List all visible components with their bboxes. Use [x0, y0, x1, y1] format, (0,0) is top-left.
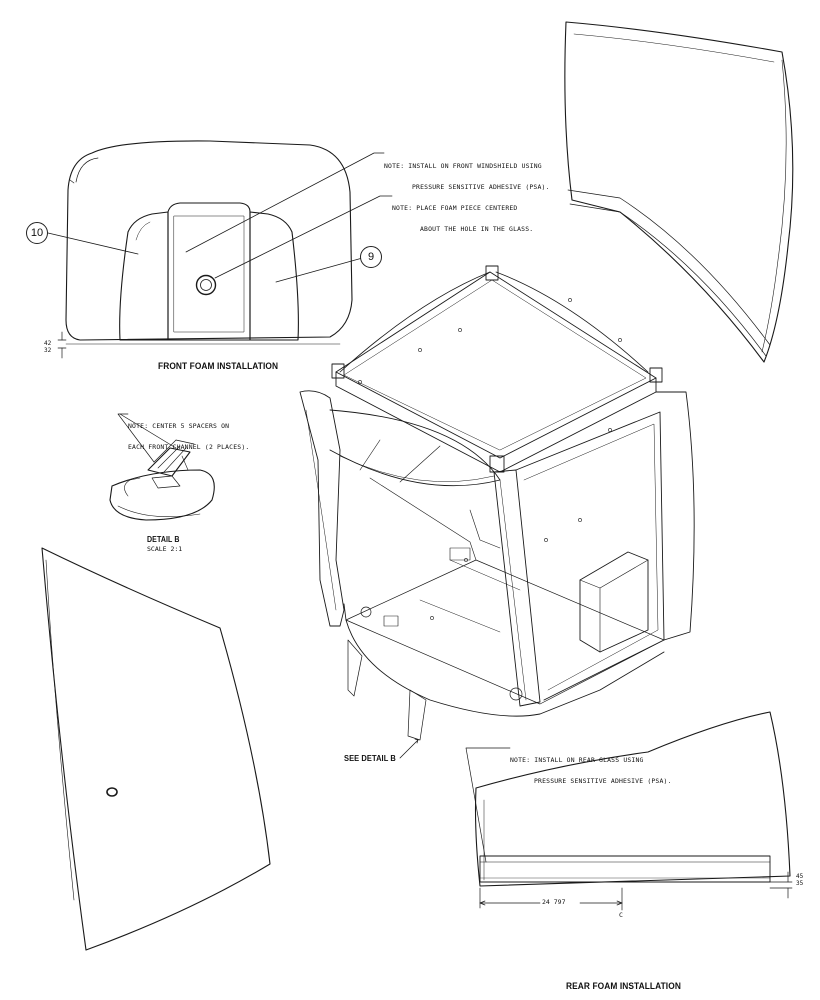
- front-foam-leaders: [47, 152, 393, 283]
- rear-dim-bottom: 35: [796, 880, 804, 887]
- rear-glass-bottom: [474, 711, 791, 887]
- rear-glass-top: [564, 21, 794, 363]
- front-foam-center-piece: [167, 202, 251, 341]
- front-hole-note-line2: ABOUT THE HOLE IN THE GLASS.: [420, 224, 534, 233]
- detail-b-scale: SCALE 2:1: [147, 545, 183, 553]
- rear-foam-dimension: [479, 871, 793, 911]
- detail-b-note-line2: EACH FRONT CHANNEL (2 PLACES).: [128, 442, 250, 451]
- windshield-hole: [195, 274, 217, 296]
- front-foam-dimension: [57, 331, 341, 359]
- front-psa-note: NOTE: INSTALL ON FRONT WINDSHIELD USING …: [384, 150, 550, 197]
- callout-10: 10: [26, 222, 48, 244]
- front-foam-strip-left: [119, 211, 169, 341]
- front-hole-note: NOTE: PLACE FOAM PIECE CENTERED ABOUT TH…: [392, 192, 533, 239]
- rear-psa-note-line1: NOTE: INSTALL ON REAR GLASS USING: [510, 756, 644, 765]
- rear-psa-note: NOTE: INSTALL ON REAR GLASS USING PRESSU…: [510, 744, 672, 791]
- windshield-glass-bottom: [41, 547, 271, 951]
- rear-centerline-mark: C: [619, 911, 623, 919]
- front-hole-note-line1: NOTE: PLACE FOAM PIECE CENTERED: [392, 204, 518, 213]
- front-foam-strip-right: [249, 211, 299, 341]
- rear-psa-note-line2: PRESSURE SENSITIVE ADHESIVE (PSA).: [534, 776, 672, 785]
- detail-b-note-line1: NOTE: CENTER 5 SPACERS ON: [128, 422, 230, 431]
- rear-foam-caption: REAR FOAM INSTALLATION: [566, 981, 681, 992]
- rear-dim-width: 24 797: [542, 898, 566, 906]
- front-psa-note-line1: NOTE: INSTALL ON FRONT WINDSHIELD USING: [384, 162, 542, 171]
- rear-dim-top: 45: [796, 873, 804, 880]
- detail-b-view: [109, 413, 215, 521]
- callout-9: 9: [360, 246, 382, 268]
- front-dim-bottom: 32: [44, 347, 52, 354]
- front-psa-note-line2: PRESSURE SENSITIVE ADHESIVE (PSA).: [412, 182, 550, 191]
- rear-foam-strip: [479, 855, 771, 883]
- front-dim-top: 42: [44, 340, 52, 347]
- see-detail-b-label: SEE DETAIL B: [344, 753, 396, 763]
- cab-frame: [299, 265, 695, 741]
- see-detail-b-leader: [399, 738, 419, 759]
- detail-b-title: DETAIL B: [147, 535, 180, 544]
- front-windshield-glass: [65, 140, 353, 341]
- detail-b-note: NOTE: CENTER 5 SPACERS ON EACH FRONT CHA…: [128, 410, 249, 457]
- front-foam-caption: FRONT FOAM INSTALLATION: [158, 361, 279, 372]
- rear-foam-leader: [465, 747, 511, 863]
